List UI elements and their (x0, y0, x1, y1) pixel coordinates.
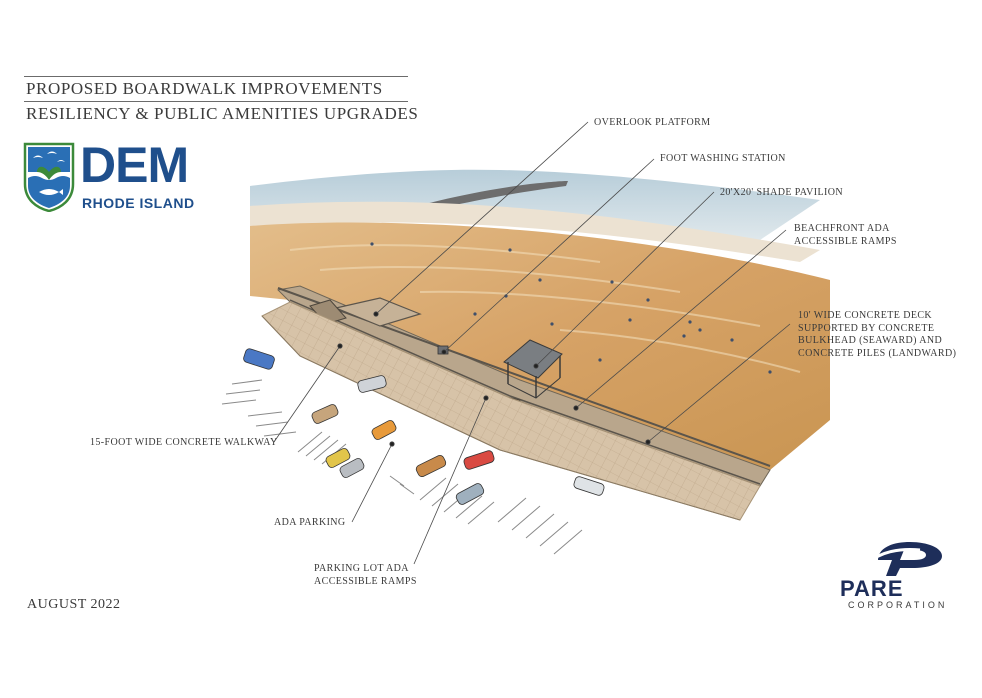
title-rule-top (24, 76, 408, 77)
dem-shield-logo (23, 142, 75, 212)
title-line-2: Resiliency & Public Amenities Upgrades (26, 104, 419, 123)
dem-logo-name: DEM (80, 137, 189, 193)
ocean (250, 169, 820, 240)
callout-shade-pavilion: 20'x20' Shade Pavilion (720, 187, 843, 198)
callout-concrete-walkway: 15-Foot Wide Concrete Walkway (90, 437, 278, 448)
pare-logo-subtitle: CORPORATION (848, 600, 948, 610)
callout-concrete-deck: 10' Wide Concrete Deck Supported by Conc… (798, 310, 957, 359)
callout-ada-parking: ADA Parking (274, 517, 346, 528)
callout-foot-washing-station: Foot Washing Station (660, 153, 786, 164)
dem-logo-subtitle: RHODE ISLAND (82, 195, 195, 211)
parked-cars (243, 348, 605, 505)
shade-pavilion (503, 339, 563, 399)
pare-logo-name: PARE (840, 576, 904, 601)
title-line-1: Proposed Boardwalk Improvements (26, 79, 383, 98)
callout-beachfront-ramps: Beachfront ADA Accessible Ramps (794, 223, 897, 247)
callout-lot-ada-ramps: Parking Lot ADA Accessible Ramps (314, 563, 417, 587)
title-rule-middle (24, 101, 408, 102)
pare-logo-mark (870, 542, 942, 576)
drawing-date: August 2022 (27, 597, 121, 612)
callout-overlook-platform: Overlook Platform (594, 117, 711, 128)
